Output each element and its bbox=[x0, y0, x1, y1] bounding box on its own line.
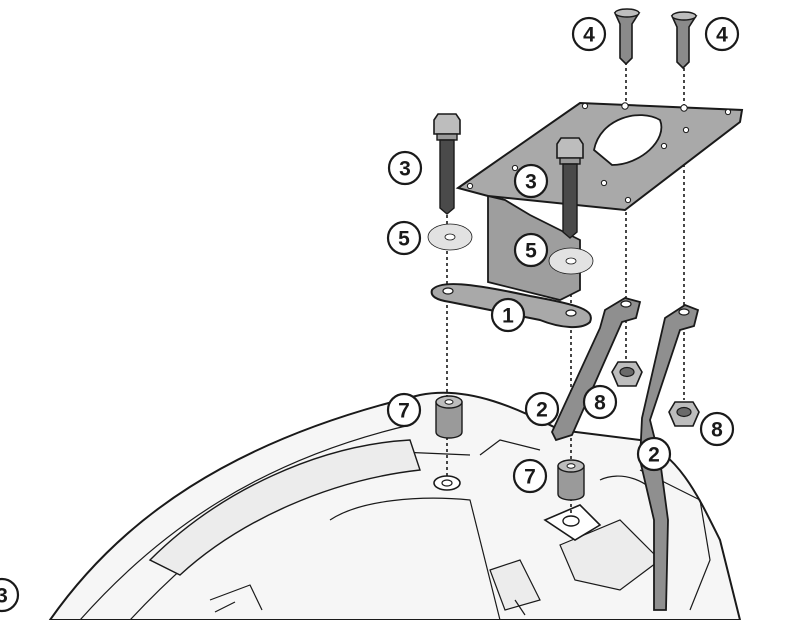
hex-bolt-part-3 bbox=[433, 113, 584, 239]
callout-3-edge-label: 3 bbox=[0, 585, 8, 608]
callout-5-center-label: 5 bbox=[525, 240, 537, 263]
callout-5-left-label: 5 bbox=[398, 228, 410, 251]
callout-4-right: 4 bbox=[704, 16, 740, 52]
callout-8-right-label: 8 bbox=[711, 419, 723, 442]
callout-7-center: 7 bbox=[512, 458, 548, 494]
callout-7-left: 7 bbox=[386, 392, 422, 428]
side-bracket-part-2 bbox=[551, 297, 700, 611]
callout-3-left-label: 3 bbox=[399, 158, 411, 181]
callout-8-left-label: 8 bbox=[594, 392, 606, 415]
callout-2-right: 2 bbox=[636, 436, 672, 472]
callout-3-center: 3 bbox=[513, 163, 549, 199]
callout-5-left: 5 bbox=[386, 220, 422, 256]
washer-part-5 bbox=[427, 223, 594, 275]
callout-4-left-label: 4 bbox=[583, 24, 595, 47]
callout-3-center-label: 3 bbox=[525, 171, 537, 194]
callout-5-center: 5 bbox=[513, 232, 549, 268]
callout-4-left: 4 bbox=[571, 16, 607, 52]
callout-7-left-label: 7 bbox=[398, 400, 410, 423]
callout-3-left: 3 bbox=[387, 150, 423, 186]
motorcycle-rear-body bbox=[48, 391, 742, 620]
callout-7-center-label: 7 bbox=[524, 466, 536, 489]
callout-2-right-label: 2 bbox=[648, 444, 660, 467]
callout-8-right: 8 bbox=[699, 411, 735, 447]
spacer-part-7 bbox=[435, 395, 585, 501]
nut-part-8 bbox=[611, 361, 700, 427]
callout-1-label: 1 bbox=[502, 305, 514, 328]
countersunk-screw-part-4 bbox=[613, 8, 698, 70]
callout-4-right-label: 4 bbox=[716, 24, 728, 47]
mounting-plate-part-1 bbox=[430, 101, 744, 328]
callout-1: 1 bbox=[490, 297, 526, 333]
callout-2-left-label: 2 bbox=[536, 399, 548, 422]
callout-3-edge: 3 bbox=[0, 577, 20, 613]
callout-2-left: 2 bbox=[524, 391, 560, 427]
callout-8-left: 8 bbox=[582, 384, 618, 420]
